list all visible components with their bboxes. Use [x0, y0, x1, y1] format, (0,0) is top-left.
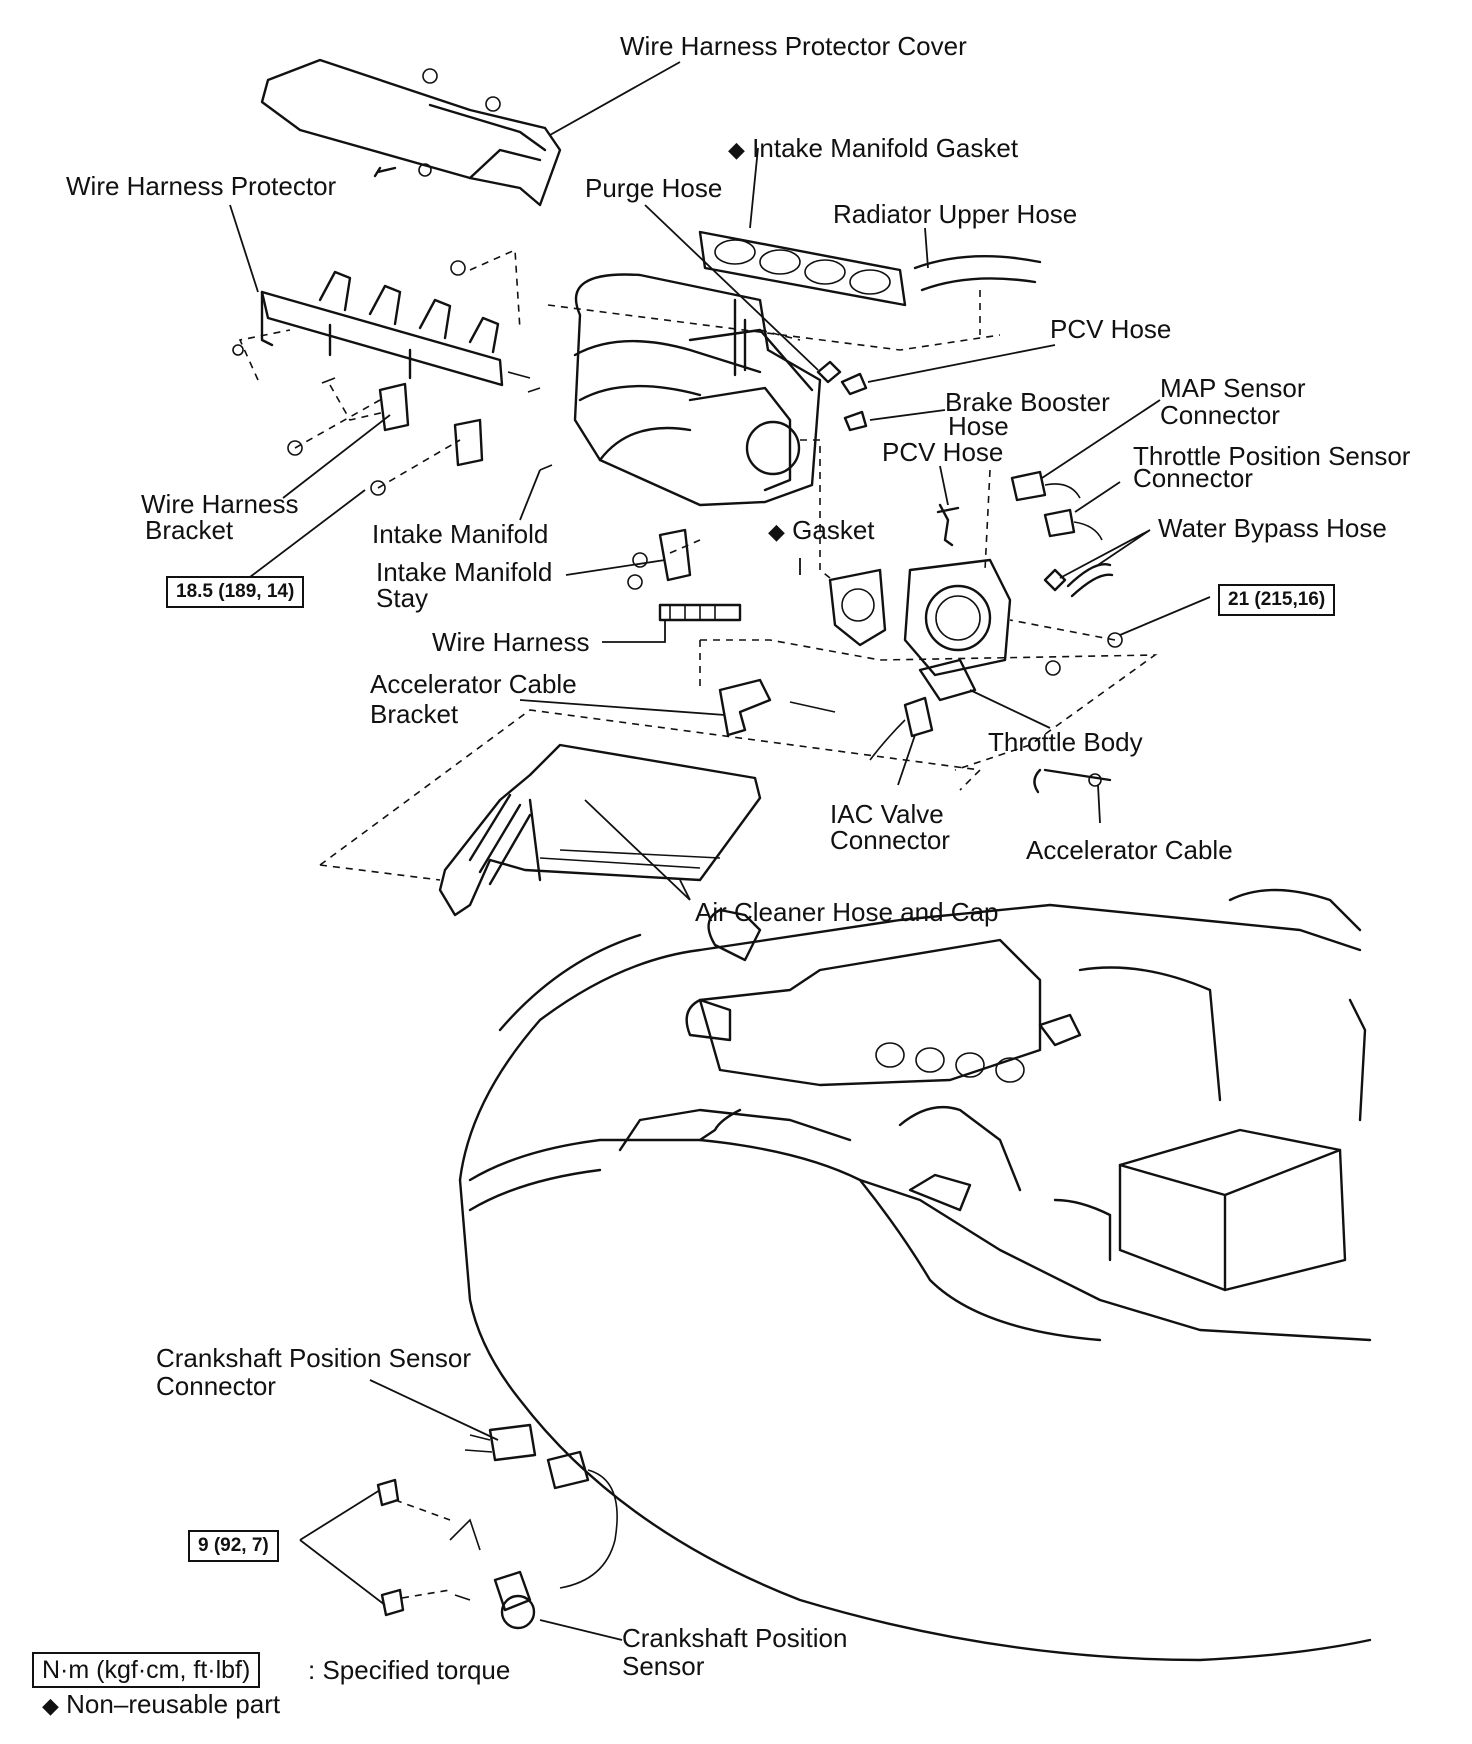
label-wire-harness: Wire Harness [432, 627, 590, 657]
label-map-sensor-connector: MAP Sensor Connector [1160, 374, 1305, 429]
torque-spec-wire-harness-bracket: 18.5 (189, 14) [166, 576, 305, 608]
iac-valve-connector-drawing [903, 696, 934, 738]
torque-spec-ckp-sensor: 9 (92, 7) [188, 1530, 279, 1562]
label-wire-harness-bracket-line2: Bracket [145, 515, 234, 545]
accelerator-cable-drawing [1033, 768, 1112, 794]
label-intake-manifold: Intake Manifold [372, 519, 549, 549]
non-reusable-icon: ◆ [42, 1693, 59, 1718]
label-iac-valve-connector: IAC Valve Connector [830, 800, 950, 854]
tps-connector-drawing [1043, 508, 1076, 538]
gasket-drawing [828, 568, 887, 647]
label-gasket: ◆ Gasket [768, 516, 875, 546]
label-brake-booster-hose: Brake Booster Hose [945, 388, 1110, 440]
label-accelerator-cable: Accelerator Cable [1026, 835, 1233, 865]
label-tps-line2: Connector [1133, 463, 1253, 493]
label-ckp-connector-line2: Connector [156, 1371, 276, 1401]
legend-torque-unit: N·m (kgf·cm, ft·lbf) [32, 1652, 261, 1688]
label-ckp-sensor-connector: Crankshaft Position Sensor Connector [156, 1344, 471, 1400]
label-iac-valve-line2: Connector [830, 825, 950, 855]
label-tps-connector: Throttle Position Sensor Connector [1133, 442, 1410, 492]
label-radiator-upper-hose: Radiator Upper Hose [833, 199, 1078, 229]
label-gasket-text: Gasket [792, 515, 875, 545]
crankshaft-sensor-drawing [376, 1423, 618, 1630]
label-wire-harness-protector-cover: Wire Harness Protector Cover [620, 31, 967, 61]
leader-lines [229, 61, 1211, 1641]
intake-manifold-gasket-drawing [698, 230, 907, 307]
label-ckp-connector-line1: Crankshaft Position Sensor [156, 1343, 472, 1373]
radiator-upper-hose-drawing [913, 255, 1042, 270]
label-accelerator-cable-bracket-line1: Accelerator Cable [370, 669, 577, 699]
label-tps-line1: Throttle Position Sensor [1133, 441, 1411, 471]
label-intake-manifold-stay-line1: Intake Manifold [376, 557, 553, 587]
intake-manifold-drawing [573, 273, 822, 507]
label-intake-manifold-gasket-text: Intake Manifold Gasket [752, 133, 1019, 163]
wire-harness-bracket-drawing [378, 382, 410, 432]
air-cleaner-hose-drawing [438, 743, 762, 917]
torque-spec-throttle-body: 21 (215,16) [1218, 584, 1336, 616]
legend-non-reusable-text: Non–reusable part [66, 1689, 281, 1719]
label-brake-booster-line1: Brake Booster [945, 387, 1110, 417]
label-map-sensor-line2: Connector [1160, 400, 1280, 430]
label-ckp-sensor: Crankshaft Position Sensor [622, 1624, 847, 1680]
label-wire-harness-bracket: Wire Harness Bracket [141, 490, 298, 544]
wire-harness-drawing [658, 603, 742, 622]
assembly-lines [238, 248, 1158, 1599]
label-ckp-sensor-line2: Sensor [622, 1651, 705, 1681]
label-intake-manifold-gasket: ◆ Intake Manifold Gasket [728, 134, 1018, 164]
wire-harness-protector-cover-drawing [260, 58, 562, 207]
label-air-cleaner-hose-and-cap: Air Cleaner Hose and Cap [695, 897, 999, 927]
label-brake-booster-line2: Hose [948, 411, 1009, 441]
label-iac-valve-line1: IAC Valve [830, 799, 944, 829]
label-accelerator-cable-bracket-line2: Bracket [370, 699, 459, 729]
label-water-bypass-hose: Water Bypass Hose [1158, 513, 1387, 543]
label-intake-manifold-stay-line2: Stay [376, 583, 429, 613]
label-throttle-body: Throttle Body [988, 727, 1143, 757]
legend-non-reusable: ◆ Non–reusable part [42, 1690, 280, 1720]
label-map-sensor-line1: MAP Sensor [1160, 373, 1306, 403]
label-purge-hose: Purge Hose [585, 173, 723, 203]
label-wire-harness-protector: Wire Harness Protector [66, 171, 337, 201]
label-intake-manifold-stay: Intake Manifold Stay [376, 558, 552, 612]
water-bypass-hose-drawing [1043, 568, 1067, 592]
wire-harness-protector-drawing [232, 260, 531, 387]
map-sensor-connector-drawing [1010, 470, 1047, 502]
label-accelerator-cable-bracket: Accelerator Cable Bracket [370, 670, 577, 728]
intake-manifold-stay-drawing [658, 528, 692, 582]
label-wire-harness-bracket-line1: Wire Harness [141, 489, 299, 519]
accelerator-cable-bracket-drawing [718, 678, 772, 737]
non-reusable-icon: ◆ [768, 519, 785, 544]
non-reusable-icon: ◆ [728, 137, 745, 162]
car-front-drawing [458, 888, 1372, 1662]
throttle-body-drawing [903, 558, 1123, 702]
legend-torque-desc: : Specified torque [308, 1655, 511, 1685]
label-ckp-sensor-line1: Crankshaft Position [622, 1623, 848, 1653]
label-pcv-hose-2: PCV Hose [882, 437, 1004, 467]
label-pcv-hose-1: PCV Hose [1050, 314, 1172, 344]
